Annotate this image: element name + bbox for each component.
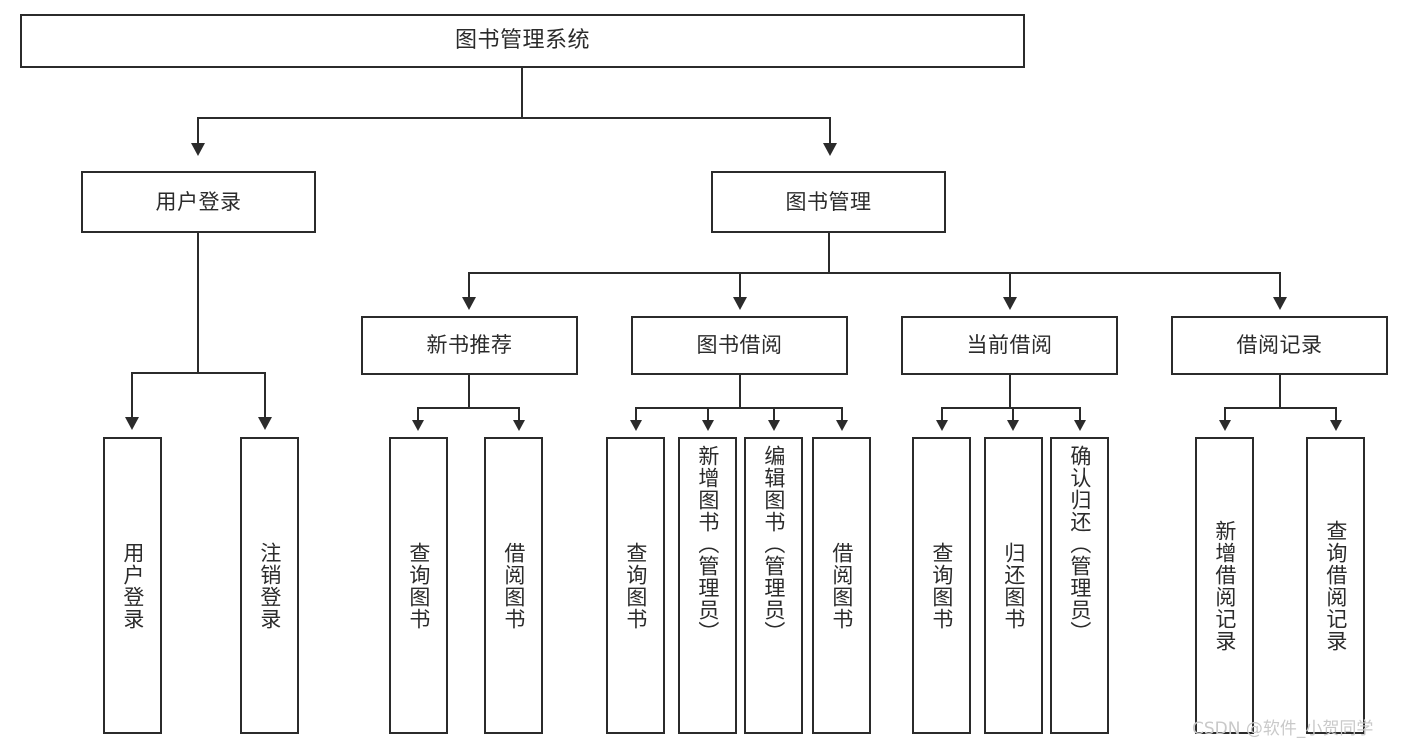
- connector-cb-drop-2: [1012, 407, 1014, 421]
- connector-br-drop-2: [1335, 407, 1337, 421]
- connector-new-book-drop-2: [518, 407, 520, 421]
- arrowhead-leaf-confirm-return: [1074, 420, 1086, 431]
- connector-new-book-bus: [417, 407, 520, 409]
- connector-current-borrow-stem: [1009, 375, 1011, 408]
- connector-user-login-bus: [131, 372, 265, 374]
- leaf-query-book-2[interactable]: 查询图书: [606, 437, 665, 734]
- connector-bm-drop-book-borrow: [739, 272, 741, 298]
- node-label: 图书管理系统: [454, 28, 590, 54]
- node-label: 用户登录: [120, 541, 145, 630]
- leaf-add-book[interactable]: 新增图书（管理员）: [678, 437, 737, 734]
- connector-bb-drop-1: [635, 407, 637, 421]
- node-label: 归还图书: [1001, 541, 1026, 630]
- connector-user-login-drop-1: [131, 372, 133, 418]
- node-label: 当前借阅: [966, 333, 1053, 358]
- node-borrow-record[interactable]: 借阅记录: [1171, 316, 1388, 375]
- connector-borrow-record-bus: [1224, 407, 1337, 409]
- node-current-borrow[interactable]: 当前借阅: [901, 316, 1118, 375]
- connector-bm-drop-new-book: [468, 272, 470, 298]
- connector-root-stem: [521, 68, 523, 118]
- connector-current-borrow-bus: [941, 407, 1080, 409]
- node-book-borrow[interactable]: 图书借阅: [631, 316, 848, 375]
- node-label: 借阅图书: [501, 541, 526, 630]
- leaf-query-record[interactable]: 查询借阅记录: [1306, 437, 1365, 734]
- leaf-user-login[interactable]: 用户登录: [103, 437, 162, 734]
- connector-root-to-user-login: [197, 117, 199, 144]
- leaf-borrow-book-2[interactable]: 借阅图书: [812, 437, 871, 734]
- arrowhead-leaf-edit-book: [768, 420, 780, 431]
- connector-bm-drop-current-borrow: [1009, 272, 1011, 298]
- connector-new-book-drop-1: [417, 407, 419, 421]
- node-label: 借阅记录: [1236, 333, 1323, 358]
- node-label: 借阅图书: [829, 541, 854, 630]
- leaf-add-record[interactable]: 新增借阅记录: [1195, 437, 1254, 734]
- arrowhead-new-book-recommend: [462, 297, 476, 310]
- arrowhead-leaf-query-book-2: [630, 420, 642, 431]
- node-label: 查询图书: [623, 541, 648, 630]
- leaf-query-book-3[interactable]: 查询图书: [912, 437, 971, 734]
- leaf-borrow-book-1[interactable]: 借阅图书: [484, 437, 543, 734]
- node-label: 图书借阅: [696, 333, 783, 358]
- node-label: 编辑图书（管理员）: [761, 445, 786, 643]
- connector-cb-drop-3: [1079, 407, 1081, 421]
- connector-book-borrow-stem: [739, 375, 741, 408]
- arrowhead-to-book-management: [823, 143, 837, 156]
- arrowhead-to-user-login: [191, 143, 205, 156]
- arrowhead-leaf-query-book-3: [936, 420, 948, 431]
- node-label: 图书管理: [785, 189, 872, 214]
- node-label: 查询图书: [929, 541, 954, 630]
- leaf-edit-book[interactable]: 编辑图书（管理员）: [744, 437, 803, 734]
- connector-user-login-drop-2: [264, 372, 266, 418]
- arrowhead-leaf-return-book: [1007, 420, 1019, 431]
- arrowhead-borrow-record: [1273, 297, 1287, 310]
- connector-cb-drop-1: [941, 407, 943, 421]
- arrowhead-book-borrow: [733, 297, 747, 310]
- connector-book-management-bus: [468, 272, 1280, 274]
- connector-bb-drop-4: [841, 407, 843, 421]
- node-label: 新书推荐: [426, 333, 513, 358]
- connector-bb-drop-3: [773, 407, 775, 421]
- connector-book-management-stem: [828, 233, 830, 273]
- connector-new-book-stem: [468, 375, 470, 408]
- node-user-login[interactable]: 用户登录: [81, 171, 316, 233]
- csdn-watermark: CSDN @软件_小贺同学: [1192, 719, 1374, 739]
- arrowhead-leaf-borrow-book-2: [836, 420, 848, 431]
- connector-borrow-record-stem: [1279, 375, 1281, 408]
- leaf-query-book-1[interactable]: 查询图书: [389, 437, 448, 734]
- node-label: 确认归还（管理员）: [1067, 445, 1092, 643]
- arrowhead-leaf-query-record: [1330, 420, 1342, 431]
- arrowhead-leaf-user-login: [125, 417, 139, 430]
- connector-br-drop-1: [1224, 407, 1226, 421]
- arrowhead-current-borrow: [1003, 297, 1017, 310]
- node-root-system[interactable]: 图书管理系统: [20, 14, 1025, 68]
- leaf-return-book[interactable]: 归还图书: [984, 437, 1043, 734]
- node-label: 查询借阅记录: [1323, 519, 1348, 652]
- arrowhead-leaf-query-book-1: [412, 420, 424, 431]
- leaf-logout-login[interactable]: 注销登录: [240, 437, 299, 734]
- node-label: 新增图书（管理员）: [695, 445, 720, 643]
- leaf-confirm-return[interactable]: 确认归还（管理员）: [1050, 437, 1109, 734]
- connector-bb-drop-2: [707, 407, 709, 421]
- node-label: 用户登录: [155, 189, 242, 214]
- arrowhead-leaf-borrow-book-1: [513, 420, 525, 431]
- connector-bm-drop-borrow-record: [1279, 272, 1281, 298]
- node-new-book-recommend[interactable]: 新书推荐: [361, 316, 578, 375]
- connector-book-borrow-bus: [635, 407, 842, 409]
- node-book-management[interactable]: 图书管理: [711, 171, 946, 233]
- node-label: 注销登录: [257, 541, 282, 630]
- connector-user-login-stem: [197, 233, 199, 373]
- arrowhead-leaf-logout-login: [258, 417, 272, 430]
- arrowhead-leaf-add-record: [1219, 420, 1231, 431]
- connector-root-to-book-management: [829, 117, 831, 144]
- node-label: 查询图书: [406, 541, 431, 630]
- node-label: 新增借阅记录: [1212, 519, 1237, 652]
- arrowhead-leaf-add-book: [702, 420, 714, 431]
- connector-root-bus: [197, 117, 831, 119]
